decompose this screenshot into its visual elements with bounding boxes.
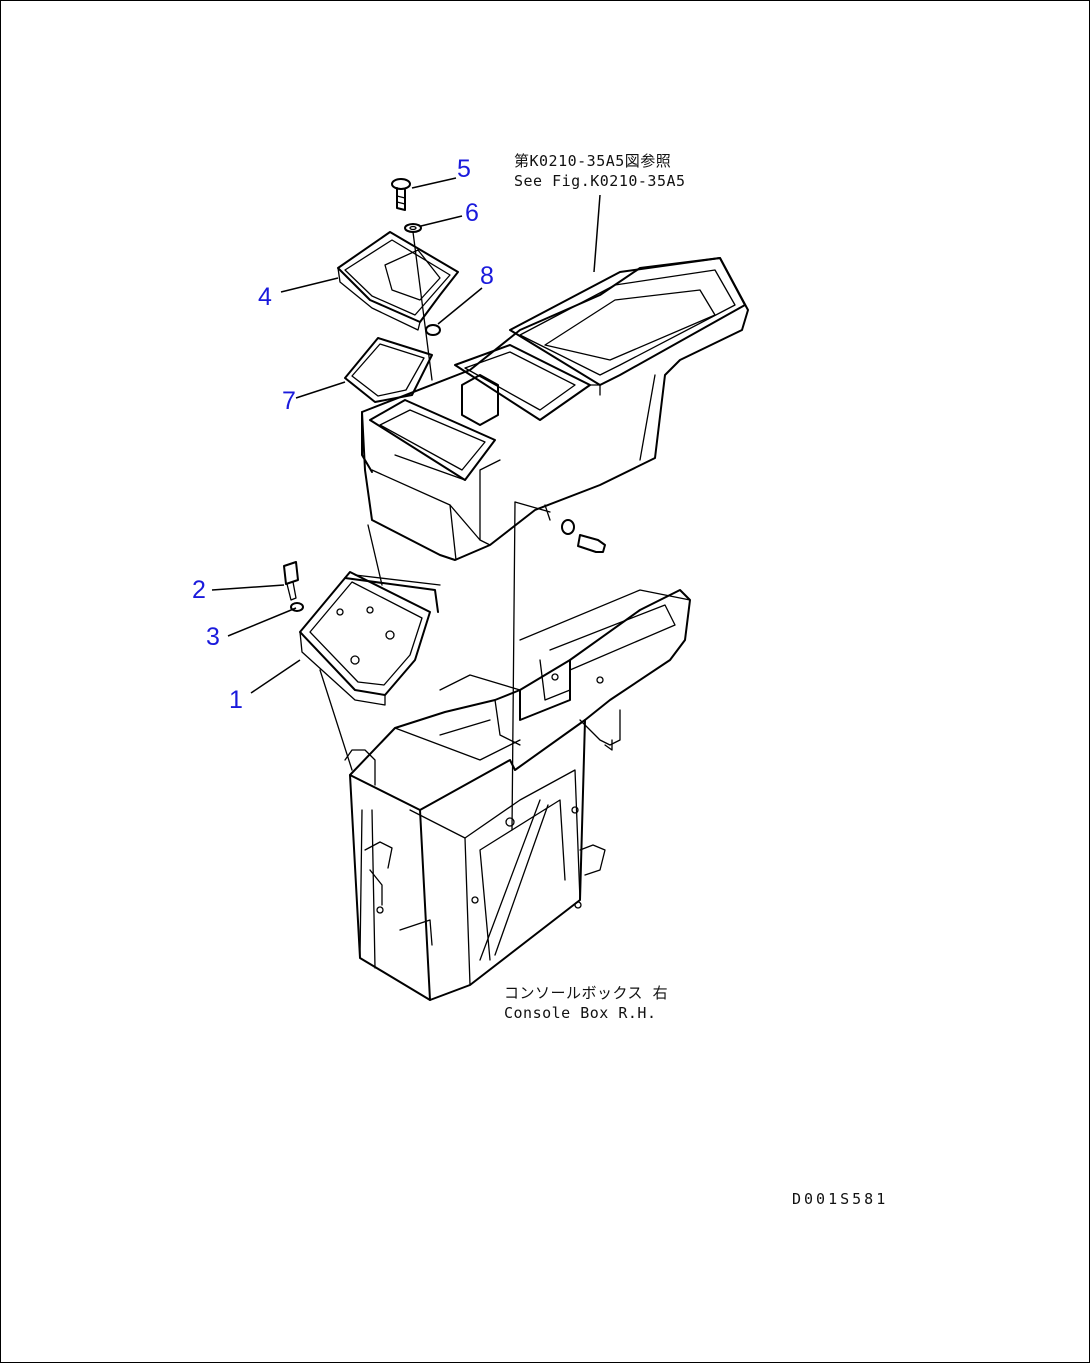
side-bolt xyxy=(561,519,606,553)
callout-8: 8 xyxy=(480,262,494,290)
callout-leaders xyxy=(211,177,483,694)
bracket-bolt xyxy=(283,561,304,612)
reference-note-jp: 第K0210-35A5図参照 xyxy=(514,152,672,170)
callout-4: 4 xyxy=(258,283,272,311)
plate-bracket xyxy=(299,571,441,706)
gasket-part xyxy=(344,337,433,403)
console-cover xyxy=(361,257,749,561)
reference-leader xyxy=(593,194,601,273)
console-note-jp: コンソールボックス 右 xyxy=(504,984,669,1002)
bolt-and-washers xyxy=(391,178,441,381)
lid-part xyxy=(337,231,459,331)
callout-7: 7 xyxy=(282,387,296,415)
drawing-number: D001S581 xyxy=(792,1190,889,1208)
callout-5: 5 xyxy=(457,155,471,183)
alignment-lines xyxy=(319,501,551,831)
callout-1: 1 xyxy=(229,686,243,714)
console-note-en: Console Box R.H. xyxy=(504,1004,657,1022)
reference-note-en: See Fig.K0210-35A5 xyxy=(514,172,686,190)
callout-6: 6 xyxy=(465,199,479,227)
callout-2: 2 xyxy=(192,576,206,604)
callout-3: 3 xyxy=(206,623,220,651)
console-frame xyxy=(344,589,691,1001)
